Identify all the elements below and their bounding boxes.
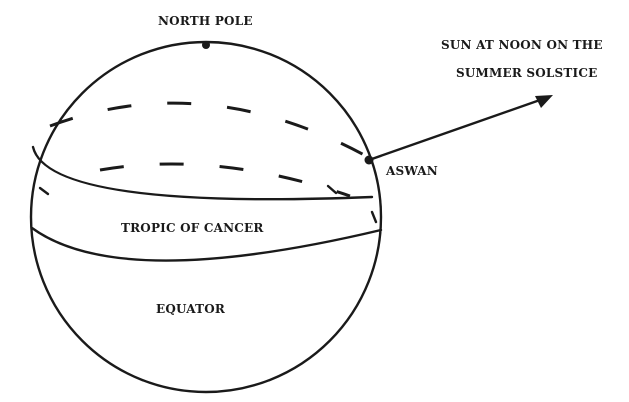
aswan-label: ASWAN — [385, 164, 438, 178]
equator-label: EQUATOR — [156, 302, 226, 316]
tropic-of-cancer-line — [33, 147, 372, 199]
dashed-parallel-back — [50, 103, 368, 157]
dashed-parallel-front — [100, 164, 350, 196]
north-pole-marker — [202, 41, 210, 49]
globe-outline — [31, 42, 381, 392]
sun-label-line2: SUMMER SOLSTICE — [456, 66, 597, 80]
sun-label-line1: SUN AT NOON ON THE — [441, 38, 603, 52]
tropic-of-cancer-label: TROPIC OF CANCER — [121, 221, 264, 235]
tick-mark — [372, 212, 376, 222]
tick-mark — [40, 188, 48, 194]
north-pole-label: NORTH POLE — [158, 14, 253, 28]
tick-mark — [328, 186, 336, 193]
sun-ray-line — [369, 100, 540, 160]
